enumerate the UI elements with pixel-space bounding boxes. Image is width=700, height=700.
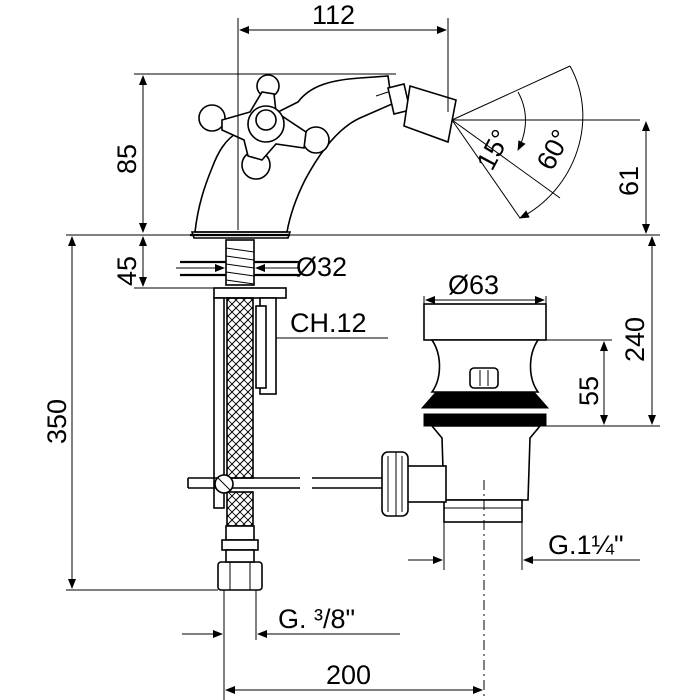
waste-slot (469, 367, 499, 389)
waste-tail (443, 499, 523, 523)
angle-swivel-label: 60° (531, 125, 577, 175)
handle-cap (255, 109, 277, 131)
waste-body (430, 425, 542, 501)
dimension-lines (66, 18, 660, 700)
waste-cap (423, 303, 547, 341)
dim-height-waste-head: 55 (574, 376, 604, 406)
braided-hose-upper (226, 297, 254, 479)
dim-diameter-waste: Ø63 (448, 270, 499, 300)
tap-base-ring (190, 231, 292, 239)
handle-knob-left (198, 104, 226, 132)
dim-diameter-base: Ø32 (296, 252, 347, 282)
dim-width-total: 200 (326, 660, 371, 690)
waste-head (430, 339, 540, 393)
dim-height-waste-total: 240 (620, 317, 650, 362)
waste-side-arm (403, 465, 447, 503)
waste-assembly (381, 303, 550, 523)
spout-nozzle (403, 84, 457, 144)
dim-height-spout: 61 (614, 166, 644, 196)
tap-body (194, 75, 393, 233)
inner-pipe (213, 297, 225, 509)
clamp-plate (213, 287, 287, 299)
angle-tilt-label: 15° (471, 125, 517, 175)
dim-width-top: 112 (312, 0, 355, 30)
supply-assembly (180, 239, 300, 591)
waste-side-nut (381, 451, 409, 517)
waste-flange (420, 391, 550, 409)
dim-height-total: 350 (42, 399, 72, 444)
pop-up-rod (187, 474, 382, 494)
tap-assembly (190, 74, 457, 239)
dim-thread-supply: G. ³/8" (278, 604, 355, 634)
spray-angle-lines (451, 65, 640, 219)
braided-hose-lower (226, 491, 254, 527)
supply-nut (217, 561, 263, 591)
dim-thread-waste: G.1¼" (548, 530, 624, 560)
threaded-shank (225, 239, 255, 286)
handle-knob-right (302, 126, 330, 154)
dim-height-body: 85 (112, 144, 142, 174)
dim-wrench-size: CH.12 (290, 308, 367, 338)
dim-height-base: 45 (112, 256, 142, 286)
